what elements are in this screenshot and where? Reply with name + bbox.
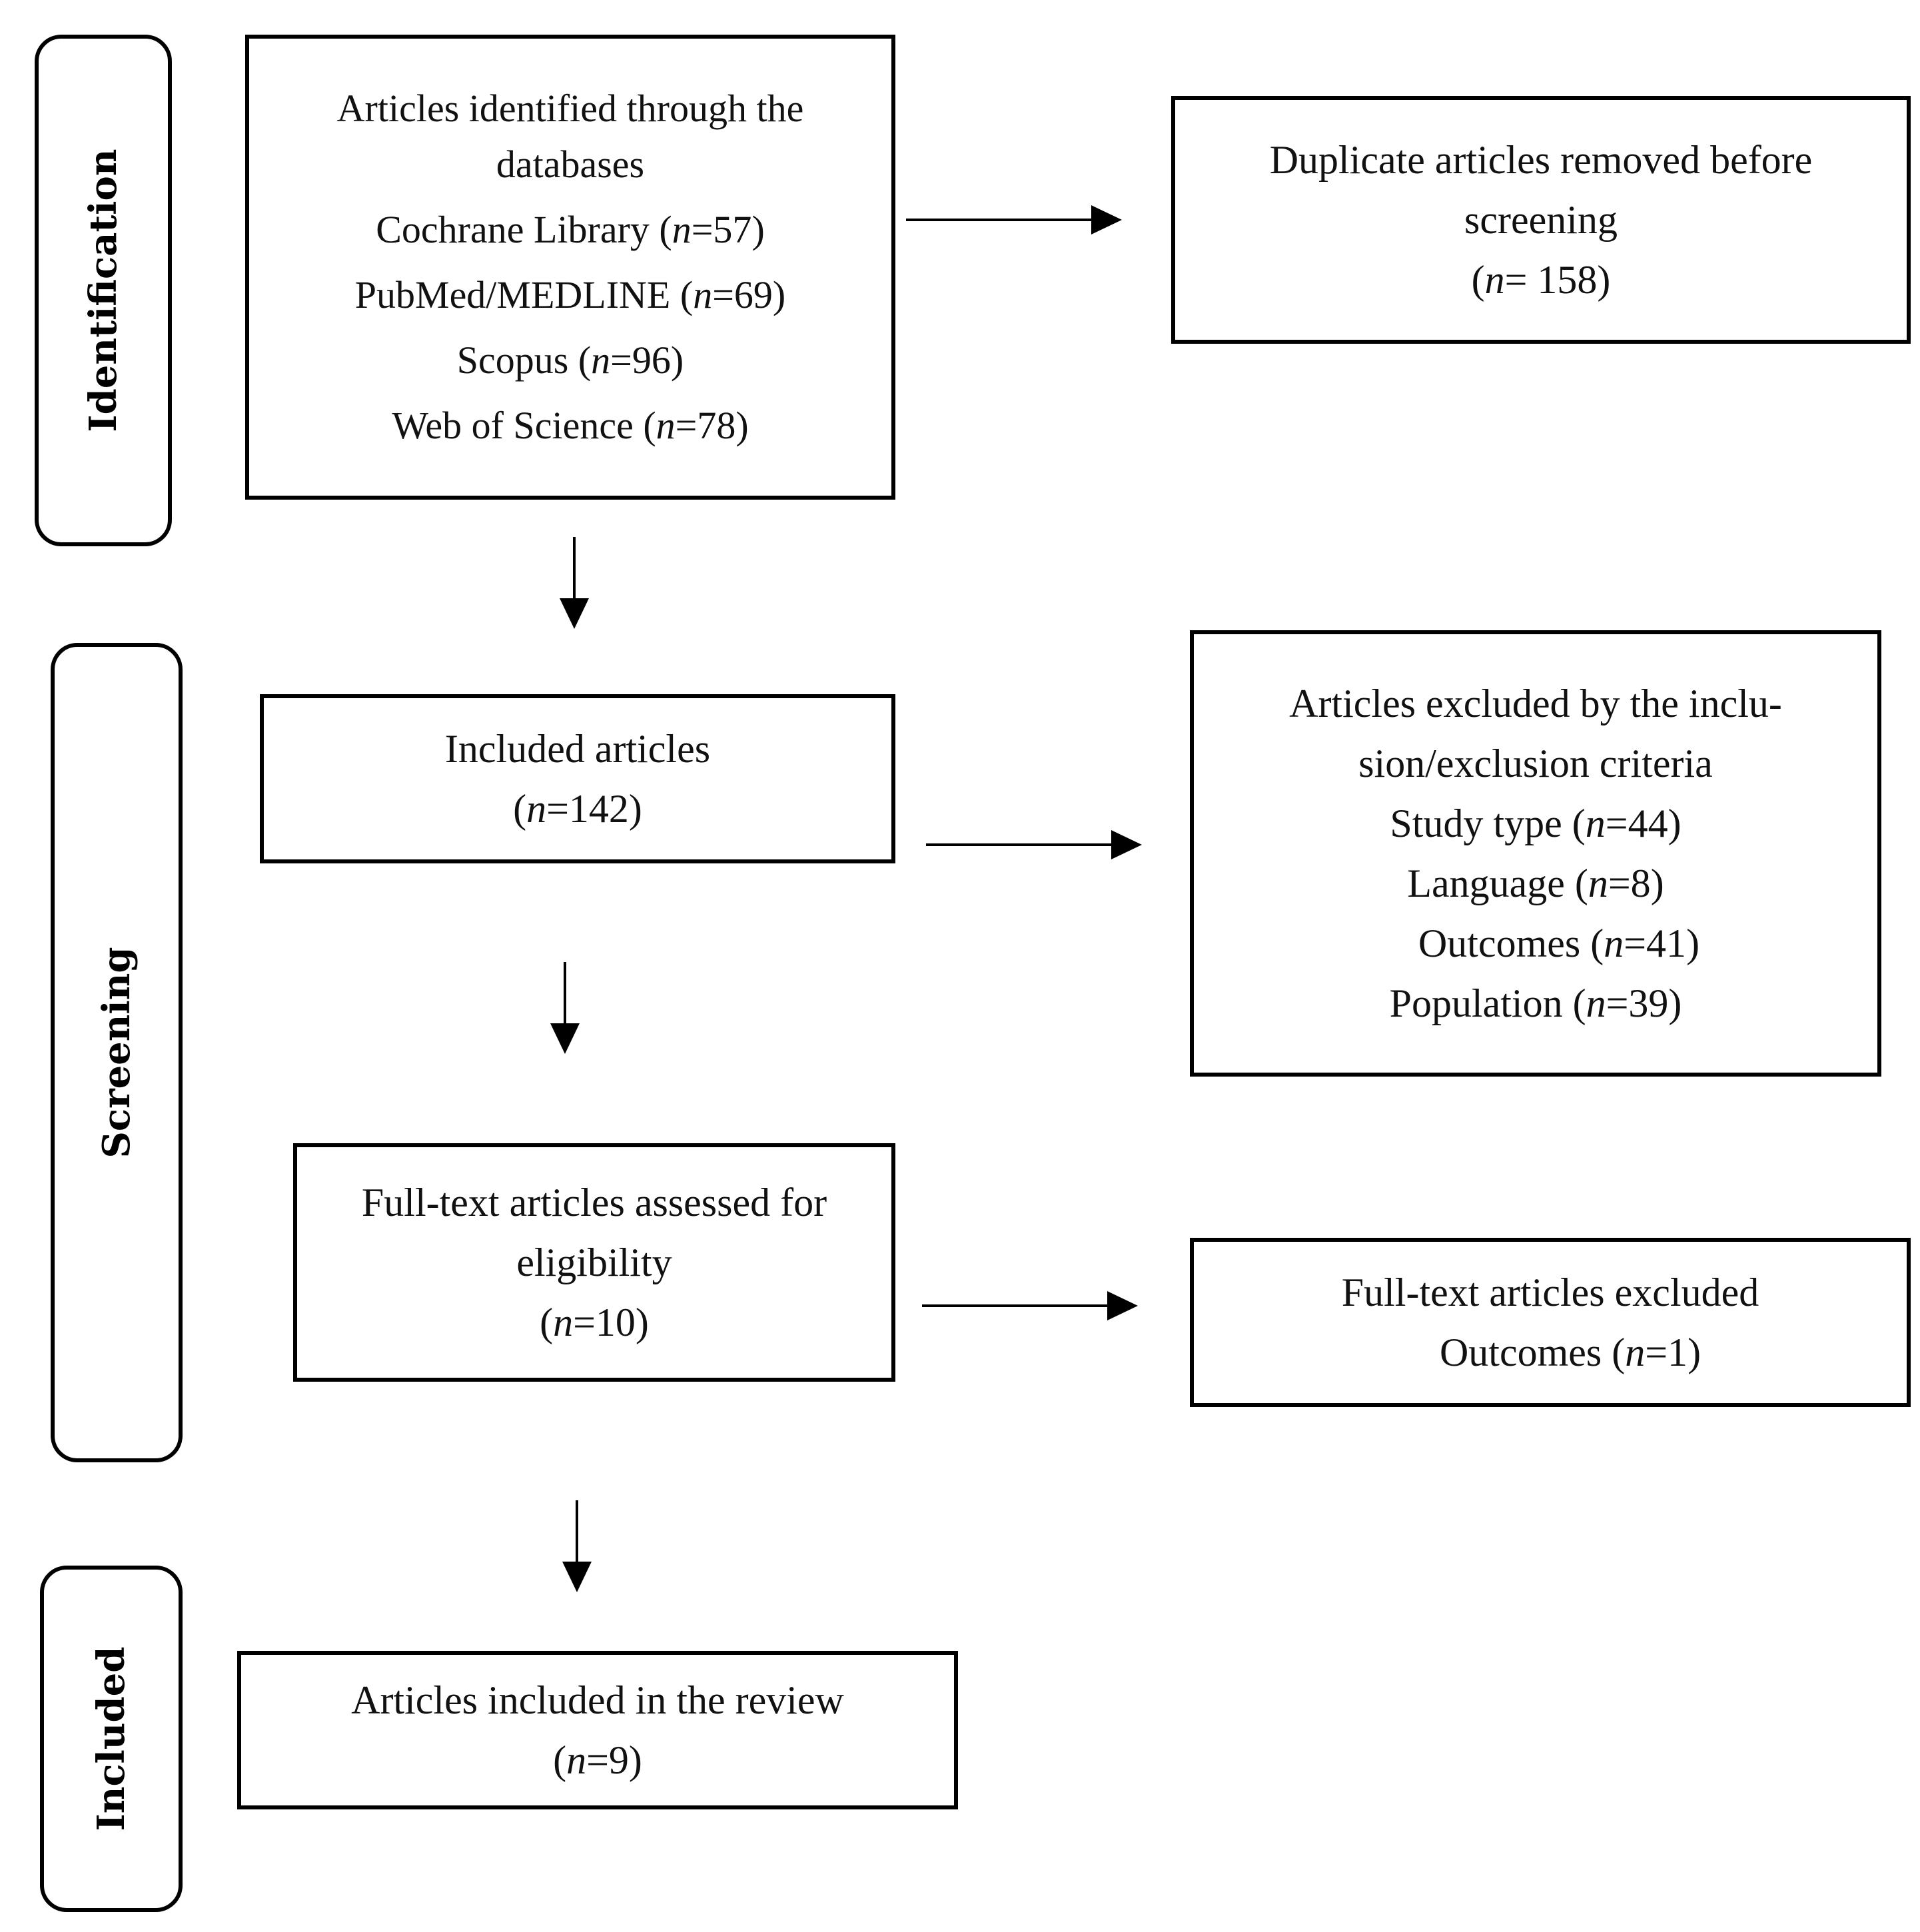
final-included-count: (n=9) — [553, 1738, 642, 1782]
identified-title: Articles identified through the database… — [336, 86, 804, 186]
reason-study-type: Study type (n=44) — [1390, 801, 1681, 845]
duplicates-title: Duplicate articles removed before screen… — [1269, 138, 1813, 242]
arrow-fulltext-to-final — [562, 1500, 592, 1592]
phase-screening: Screening — [51, 643, 183, 1462]
source-name: Scopus — [456, 338, 569, 382]
fulltext-excluded-reason: Outcomes (n=1) — [1439, 1330, 1701, 1374]
excluded-criteria-title: Articles excluded by the inclu-sion/excl… — [1289, 682, 1782, 785]
final-included-title: Articles included in the review — [351, 1678, 844, 1722]
source-name: Cochrane Library — [376, 207, 650, 251]
reason-language: Language (n=8) — [1407, 861, 1664, 905]
fulltext-assessed-count: (n=10) — [540, 1300, 649, 1344]
phase-included: Included — [40, 1566, 183, 1912]
arrow-identified-to-included — [560, 537, 589, 629]
fulltext-excluded-title: Full-text articles excluded — [1341, 1270, 1759, 1314]
source-name: Web of Science — [392, 404, 634, 448]
included-articles-box: Included articles (n=142) — [260, 694, 895, 863]
excluded-criteria-box: Articles excluded by the inclu-sion/excl… — [1190, 630, 1881, 1077]
source-pubmed: PubMed/MEDLINE (n=69) — [354, 273, 786, 316]
arrow-identified-to-duplicates — [906, 205, 1122, 235]
reason-outcomes: Outcomes (n=41) — [1418, 921, 1700, 965]
final-included-box: Articles included in the review (n=9) — [237, 1651, 958, 1809]
source-cochrane: Cochrane Library (n=57) — [376, 207, 765, 251]
source-name: PubMed/MEDLINE — [354, 273, 671, 316]
included-articles-count: (n=142) — [513, 787, 642, 831]
fulltext-assessed-title: Full-text articles assessed for eligibil… — [361, 1181, 827, 1284]
identified-box: Articles identified through the database… — [245, 35, 895, 500]
arrow-fulltext-to-excluded — [922, 1291, 1138, 1320]
source-wos: Web of Science (n=78) — [392, 404, 749, 448]
duplicates-count: (n= 158) — [1471, 258, 1611, 302]
fulltext-assessed-box: Full-text articles assessed for eligibil… — [293, 1143, 895, 1382]
arrow-included-to-excluded — [926, 830, 1142, 859]
included-articles-title: Included articles — [444, 727, 711, 771]
phase-identification: Identification — [35, 35, 172, 546]
fulltext-excluded-box: Full-text articles excluded Outcomes (n=… — [1190, 1238, 1911, 1407]
arrow-included-to-fulltext — [550, 962, 580, 1054]
duplicates-box: Duplicate articles removed before screen… — [1171, 96, 1911, 344]
source-scopus: Scopus (n=96) — [456, 338, 684, 382]
reason-population: Population (n=39) — [1389, 981, 1682, 1025]
